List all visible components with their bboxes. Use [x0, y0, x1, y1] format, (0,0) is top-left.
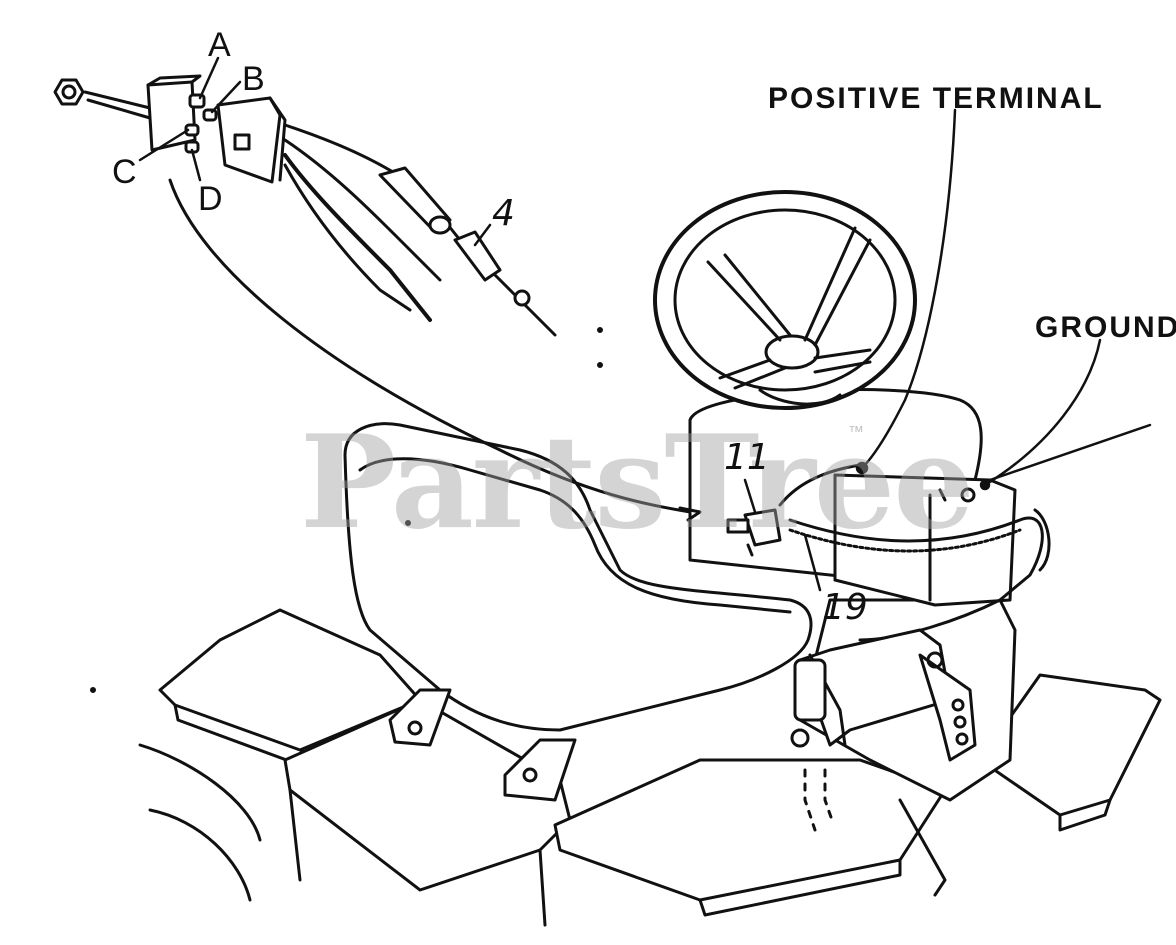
part-19-label: 19	[822, 587, 868, 628]
ground-label: GROUND	[1035, 311, 1176, 344]
watermark: PartsTree	[300, 408, 975, 558]
part-11-label: 11	[724, 437, 770, 478]
terminal-a-label: A	[208, 26, 231, 64]
watermark-trademark: ™	[848, 424, 864, 441]
terminal-b-label: B	[242, 60, 265, 98]
seat	[343, 422, 813, 802]
steering-wheel	[653, 190, 917, 410]
seat-switch	[726, 508, 782, 557]
terminal-d-label: D	[198, 180, 223, 218]
leader-lines	[138, 56, 1152, 592]
terminal-c-label: C	[112, 153, 137, 191]
lift-lever-assembly	[790, 628, 977, 762]
part-4-label: 4	[492, 193, 515, 234]
positive-terminal-label: POSITIVE TERMINAL	[768, 82, 1104, 115]
